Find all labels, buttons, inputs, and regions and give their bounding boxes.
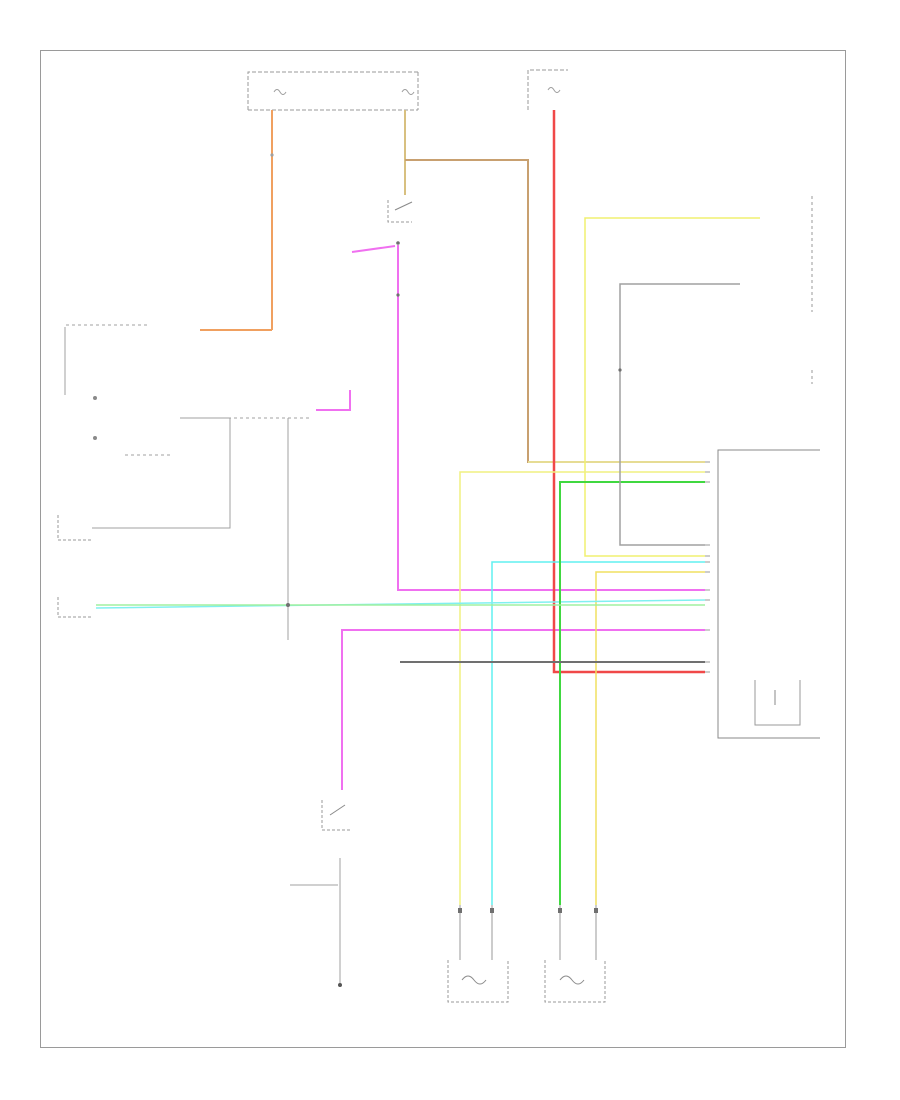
fuse-symbol-3: [547, 87, 561, 93]
diagram-frame: [40, 50, 846, 1048]
instrument-panel-cluster: [93, 396, 310, 456]
wire-yellow-rf-sensor: [595, 571, 705, 905]
left-front-wheel-speed-sensor: [447, 905, 509, 1003]
abs-module-pins: [705, 461, 710, 673]
wire-tan-stoplamp-feed: [404, 110, 705, 463]
wire-yellow-lf-sensor: [459, 471, 705, 905]
wire-cyan-lf-sensor: [491, 561, 705, 905]
wire-gray-pcm: [619, 283, 740, 546]
fuse-symbol-1: [273, 89, 287, 95]
abs-module: [717, 449, 820, 739]
wire-cyan-lamp-driver: [95, 599, 706, 609]
wire-pink-transmission-range: [341, 629, 705, 790]
fuse-symbol-2: [401, 89, 415, 95]
wire-red-battery-feed: [552, 110, 705, 674]
wire-pink-stop-lamp: [316, 390, 351, 411]
wire-gray-ground-g101: [290, 858, 342, 987]
transmission-range-switch: [321, 800, 350, 831]
stoplamp-switch: [387, 200, 413, 245]
splice-points: [286, 293, 622, 607]
right-front-wheel-speed-sensor: [544, 905, 606, 1003]
fuse-block: [527, 69, 568, 110]
wire-pink-brake-switch: [351, 245, 705, 591]
data-link-connector: [57, 597, 92, 618]
wire-green-rf-sensor: [559, 481, 705, 905]
wire-black-left-cluster: [64, 324, 150, 395]
sensor-connector-pins: [458, 908, 598, 913]
wire-yellow-data-link: [584, 217, 760, 557]
underhood-fuse-block: [247, 71, 419, 111]
wire-gray-brake-switch: [92, 417, 231, 529]
wire-orange-cluster-feed: [200, 110, 274, 331]
brake-switch-connector: [57, 515, 92, 541]
